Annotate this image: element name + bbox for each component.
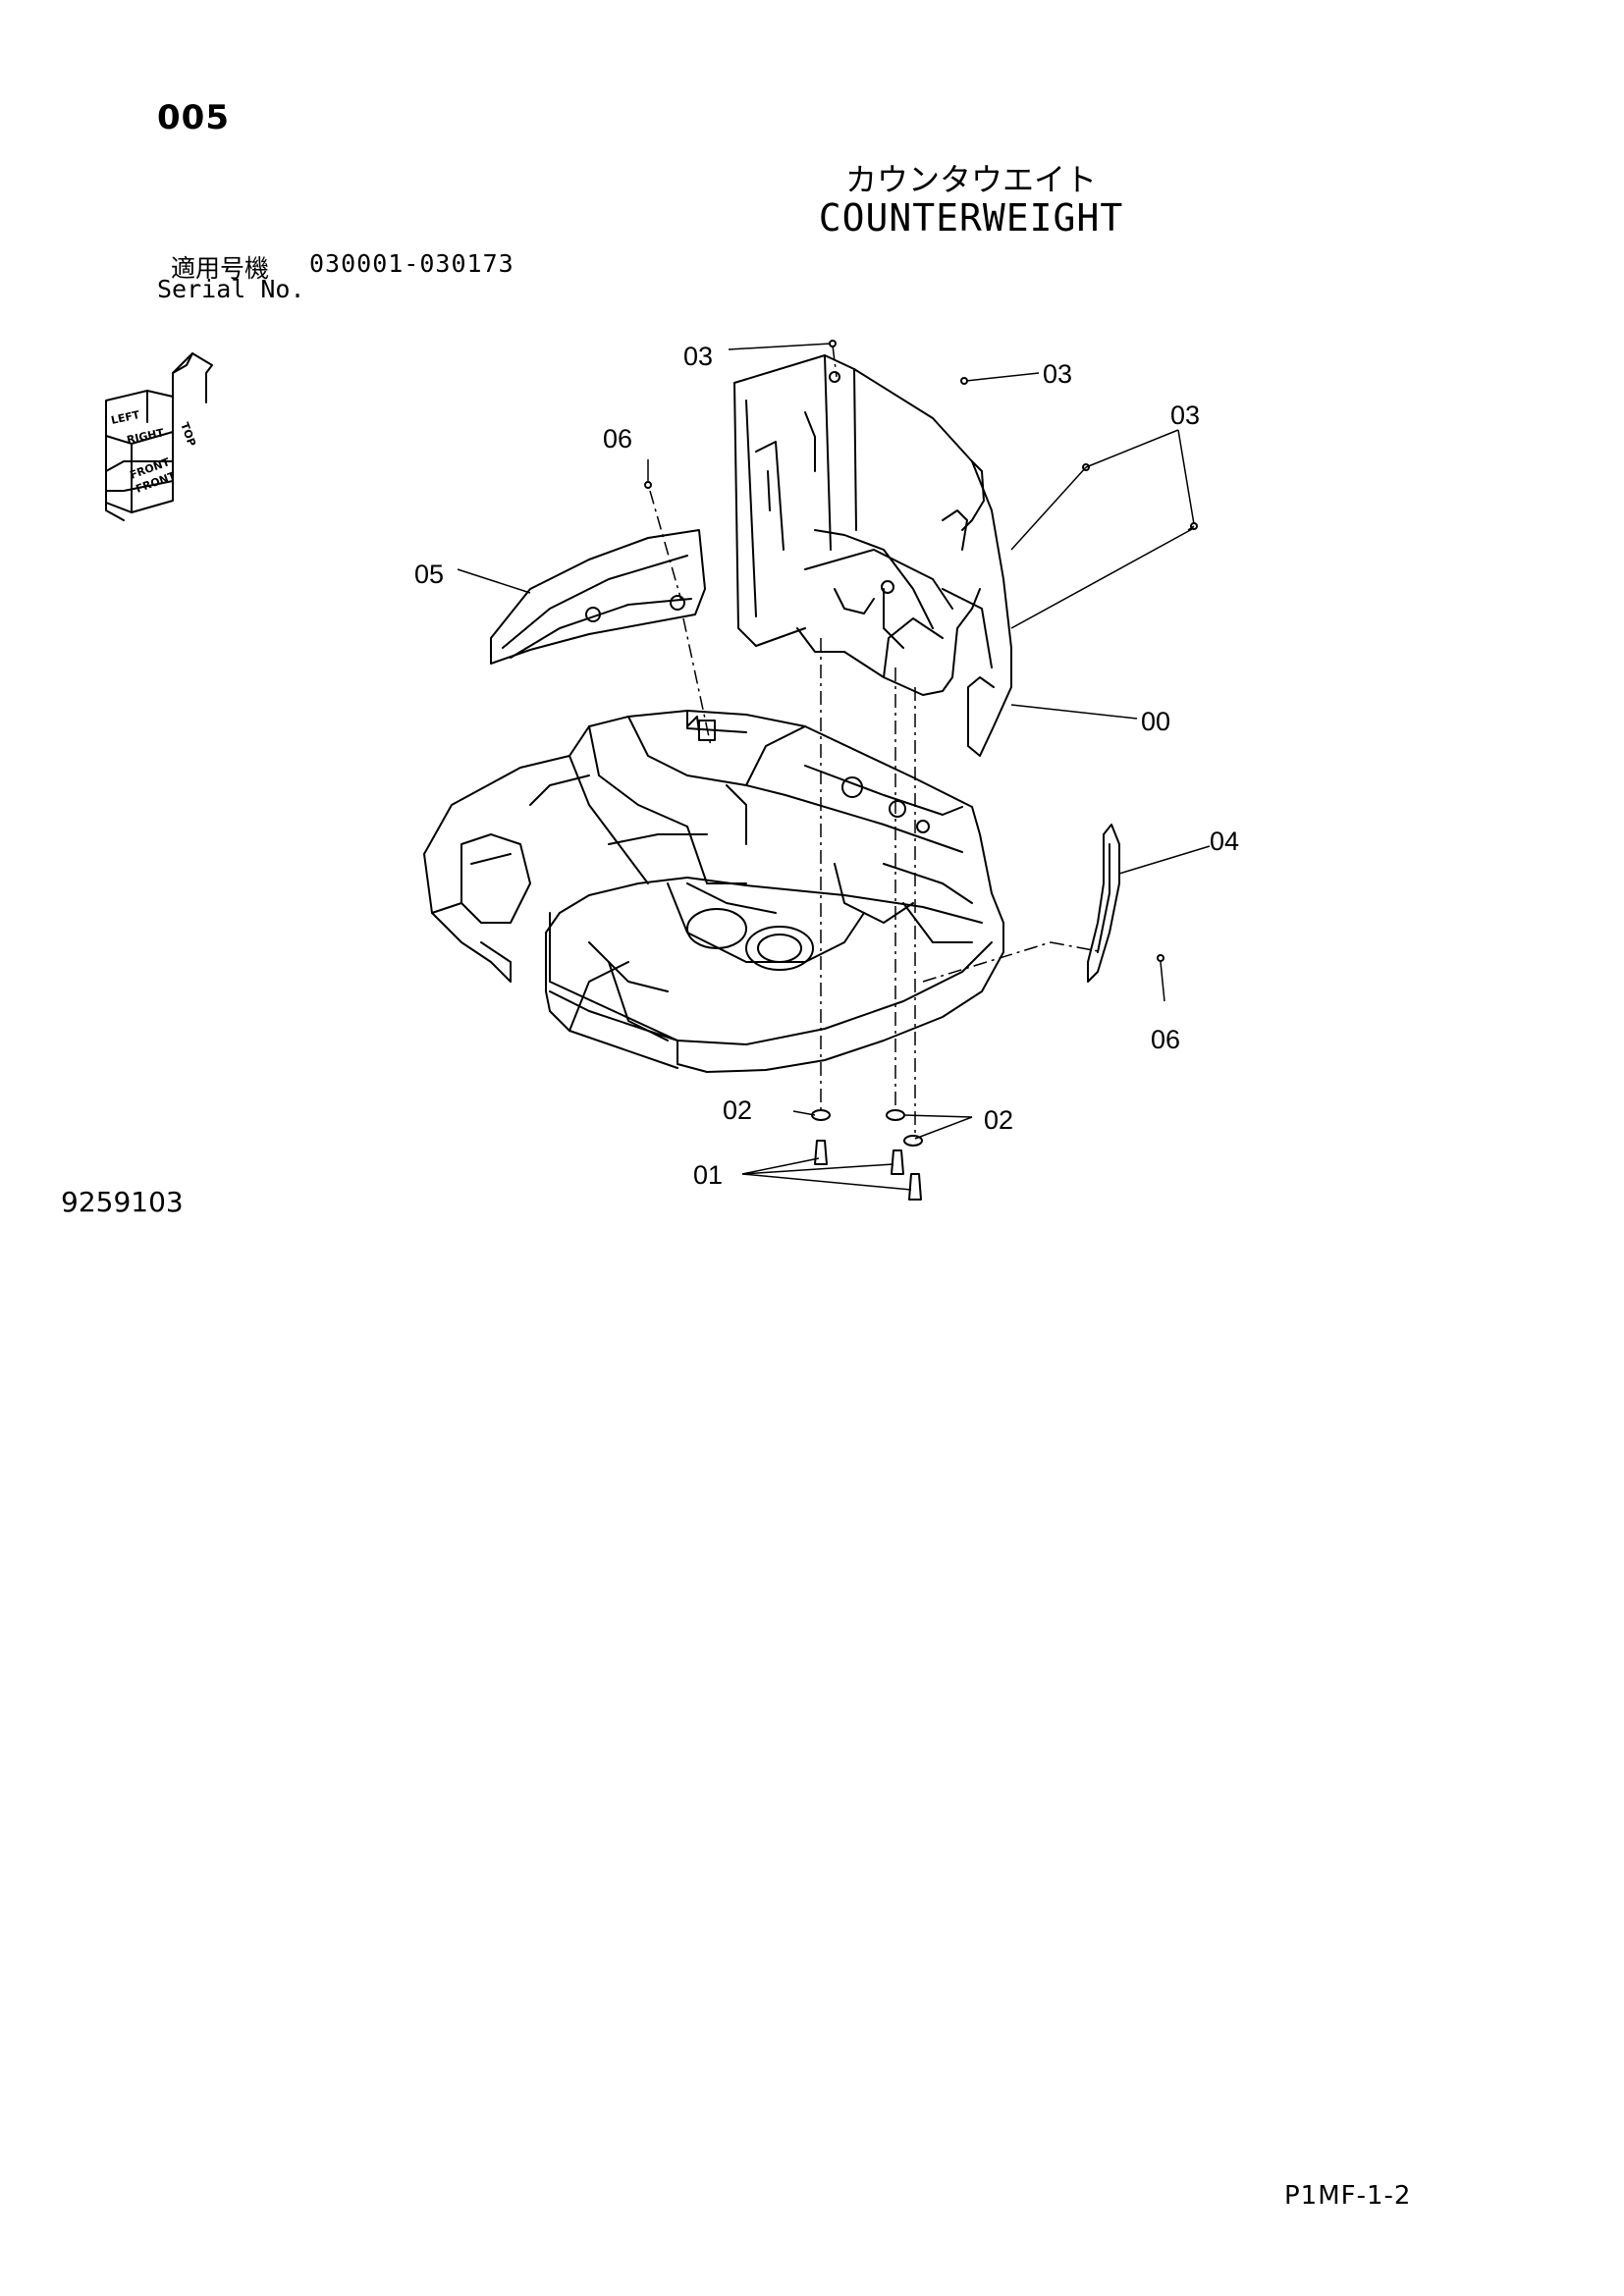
orientation-label-top: TOP	[178, 421, 198, 449]
orientation-label-left: LEFT	[110, 408, 141, 427]
callout-02-right: 02	[984, 1105, 1013, 1135]
fasteners	[644, 340, 1198, 1201]
washer-02-right	[903, 1135, 923, 1147]
callout-04: 04	[1210, 827, 1239, 856]
drawing-number: 9259103	[61, 1186, 184, 1218]
title-japanese: カウンタウエイト	[0, 155, 1624, 200]
counterweight-part-00	[733, 354, 1012, 757]
callout-06-lower: 06	[1151, 1025, 1180, 1054]
title-japanese-text: カウンタウエイト	[844, 161, 1097, 198]
title-english: COUNTERWEIGHT	[0, 196, 1624, 240]
leader-lines	[457, 343, 1211, 1191]
page-number: 005	[157, 98, 230, 137]
callout-02-left: 02	[723, 1095, 752, 1125]
page-code: P1MF-1-2	[1284, 2181, 1412, 2211]
serial-range: 030001-030173	[309, 249, 514, 278]
serial-label-japanese: 適用号機	[171, 254, 270, 283]
right-cover-part-04	[1087, 824, 1120, 983]
callout-06-upper: 06	[603, 424, 632, 454]
callout-05: 05	[414, 560, 444, 589]
upper-frame	[423, 710, 1004, 1073]
assembly-guide-lines	[649, 345, 1195, 1135]
left-cover-part-05	[490, 529, 706, 665]
washer-02-middle	[886, 1109, 905, 1121]
orientation-cube-icon: LEFT TOP RIGHT FRONT FRONT	[105, 352, 213, 521]
callout-01: 01	[693, 1160, 723, 1190]
serial-label-english: Serial No.	[157, 275, 305, 303]
callout-03-top-right: 03	[1043, 359, 1072, 389]
orientation-label-right: RIGHT	[126, 426, 166, 447]
bolt-01-right	[908, 1173, 922, 1201]
title-english-text: COUNTERWEIGHT	[818, 196, 1124, 240]
callout-03-top-left: 03	[683, 342, 713, 371]
callout-03-right: 03	[1170, 400, 1200, 430]
bolt-01-middle	[891, 1149, 904, 1175]
callout-00: 00	[1141, 707, 1170, 736]
callout-labels: 03 03 03 06 05 00 04 06 02 02 01	[414, 342, 1239, 1190]
bolt-01-left	[814, 1140, 828, 1165]
